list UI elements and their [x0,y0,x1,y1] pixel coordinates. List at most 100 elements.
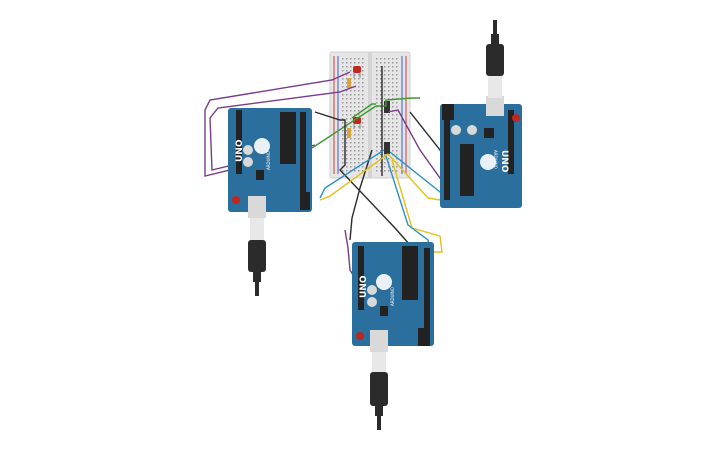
breadboard-hole [346,130,348,132]
breadboard-hole [396,86,398,88]
breadboard-hole [396,82,398,84]
breadboard-hole [380,150,382,152]
breadboard-hole [346,134,348,136]
breadboard-hole [376,74,378,76]
breadboard-hole [380,94,382,96]
breadboard-hole [388,122,390,124]
breadboard-hole [392,66,394,68]
breadboard-hole [388,62,390,64]
breadboard-hole [388,66,390,68]
breadboard-hole [392,126,394,128]
breadboard-hole [358,98,360,100]
breadboard-hole [380,122,382,124]
breadboard-hole [376,130,378,132]
breadboard-hole [350,94,352,96]
breadboard-hole [392,130,394,132]
breadboard-hole [380,170,382,172]
breadboard-hole [346,94,348,96]
pushbutton-1[interactable] [384,101,390,113]
breadboard-hole [392,170,394,172]
breadboard-hole [358,106,360,108]
breadboard-hole [396,146,398,148]
breadboard-hole [384,158,386,160]
breadboard-hole [376,58,378,60]
breadboard-hole [350,146,352,148]
arduino-board-bottom[interactable]: UNO ARDUINO [352,242,434,346]
breadboard-hole [358,130,360,132]
breadboard-hole [384,98,386,100]
pushbutton-2[interactable] [384,142,390,154]
led-2[interactable] [353,117,361,129]
led-1[interactable] [353,66,361,78]
board-left-model: UNO [235,139,245,162]
breadboard-hole [396,66,398,68]
breadboard-hole [388,134,390,136]
breadboard-hole [362,102,364,104]
breadboard-hole [350,90,352,92]
usb-cable-left[interactable] [248,196,266,296]
arduino-board-left[interactable]: UNO ARDUINO [228,108,312,212]
breadboard-hole [388,114,390,116]
breadboard-hole [396,170,398,172]
breadboard-hole [342,162,344,164]
breadboard-hole [354,126,356,128]
breadboard-hole [362,142,364,144]
breadboard-hole [380,130,382,132]
breadboard-hole [358,134,360,136]
breadboard-hole [350,58,352,60]
breadboard-hole [396,90,398,92]
breadboard-hole [354,90,356,92]
breadboard-hole [380,134,382,136]
breadboard-hole [362,126,364,128]
breadboard-hole [346,138,348,140]
usb-cable-bottom[interactable] [370,330,388,430]
wire-purple-1 [204,71,351,177]
breadboard-hole [342,98,344,100]
breadboard-hole [342,170,344,172]
breadboard-hole [362,154,364,156]
breadboard-hole [376,86,378,88]
breadboard-hole [376,78,378,80]
breadboard-hole [354,162,356,164]
breadboard-hole [392,62,394,64]
breadboard-hole [384,82,386,84]
breadboard-hole [354,74,356,76]
breadboard-hole [376,114,378,116]
breadboard-hole [392,142,394,144]
breadboard-hole [388,126,390,128]
breadboard-hole [342,110,344,112]
breadboard-hole [376,62,378,64]
board-bottom-model: UNO [359,275,369,298]
breadboard-hole [350,62,352,64]
breadboard-hole [346,142,348,144]
breadboard-hole [388,138,390,140]
breadboard-hole [376,98,378,100]
breadboard-hole [380,162,382,164]
breadboard-hole [380,86,382,88]
breadboard-hole [354,154,356,156]
usb-cable-right[interactable] [486,20,504,116]
breadboard-hole [392,102,394,104]
breadboard-hole [362,90,364,92]
breadboard-hole [354,58,356,60]
breadboard-hole [346,66,348,68]
breadboard-hole [380,82,382,84]
breadboard-hole [342,154,344,156]
breadboard-hole [376,158,378,160]
arduino-board-right[interactable]: UNO ARDUINO [440,104,522,208]
breadboard-hole [380,58,382,60]
breadboard-hole [342,106,344,108]
breadboard-hole [376,110,378,112]
breadboard-hole [392,90,394,92]
resistor-1[interactable] [347,78,351,88]
breadboard-hole [396,166,398,168]
wire-yellow-2 [387,153,441,201]
wire-green-2 [311,105,377,149]
breadboard-hole [342,138,344,140]
breadboard-hole [346,58,348,60]
breadboard-hole [388,86,390,88]
breadboard-hole [388,82,390,84]
breadboard-hole [346,118,348,120]
resistor-2[interactable] [347,128,351,138]
breadboard-hole [380,118,382,120]
